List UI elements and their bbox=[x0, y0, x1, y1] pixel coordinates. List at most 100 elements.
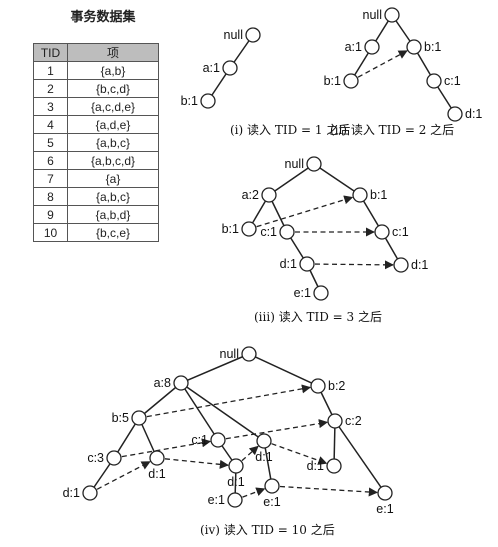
node-label: a:2 bbox=[242, 188, 259, 202]
fp-tree-after-tid-10: null a:8 b:5 c:3 d:1 d:1 c:1 d:1 e:1 d:1 e:1 b:2 c:2… bbox=[63, 346, 394, 537]
node-label: null bbox=[220, 347, 239, 361]
tree-node bbox=[227, 492, 243, 508]
tree-edge bbox=[113, 417, 140, 459]
node-label: c:1 bbox=[444, 74, 461, 88]
tree-node bbox=[352, 187, 368, 203]
node-label: d:1 bbox=[465, 107, 482, 121]
tree-edge bbox=[334, 420, 386, 494]
node-label: d:1 bbox=[63, 486, 80, 500]
node-label: d:1 bbox=[255, 450, 272, 464]
header-tid: TID bbox=[33, 43, 68, 62]
node-label: e:1 bbox=[294, 286, 311, 300]
tree-node bbox=[384, 7, 400, 23]
node-label: e:1 bbox=[376, 502, 393, 516]
tree-node bbox=[306, 156, 322, 172]
node-label: a:8 bbox=[154, 376, 171, 390]
table-row: 9{a,b,d} bbox=[33, 205, 159, 224]
tree-node bbox=[313, 285, 329, 301]
node-label: c:1 bbox=[191, 433, 208, 447]
node-label: null bbox=[363, 8, 382, 22]
fp-tree-after-tid-3: null a:2 b:1 c:1 d:1 e:1 b:1 c:1 d:1 (iii) 读入 TID… bbox=[222, 156, 428, 324]
node-link-arrow bbox=[357, 50, 408, 78]
tid-cell: 10 bbox=[33, 223, 68, 242]
node-label: d:1 bbox=[307, 459, 324, 473]
node-label: b:1 bbox=[181, 94, 198, 108]
node-label: null bbox=[285, 157, 304, 171]
header-items: 项 bbox=[67, 43, 159, 62]
items-cell: {a,c,d,e} bbox=[67, 97, 159, 116]
tree-edge bbox=[138, 382, 182, 419]
node-label: c:2 bbox=[345, 414, 362, 428]
items-cell: {a,d,e} bbox=[67, 115, 159, 134]
tree-node bbox=[393, 257, 409, 273]
tree-caption: (ii) 读入 TID = 2 之后 bbox=[330, 123, 454, 137]
node-label: b:2 bbox=[328, 379, 345, 393]
tree-node bbox=[222, 60, 238, 76]
node-link-arrow bbox=[271, 443, 328, 465]
node-link-arrow bbox=[225, 419, 329, 440]
tree-node bbox=[106, 450, 122, 466]
node-link-arrow bbox=[241, 445, 259, 462]
tree-edge bbox=[180, 382, 265, 442]
node-label: a:1 bbox=[345, 40, 362, 54]
tree-caption: (iii) 读入 TID = 3 之后 bbox=[254, 310, 382, 324]
tree-node bbox=[173, 375, 189, 391]
table-row: 3{a,c,d,e} bbox=[33, 97, 159, 116]
node-label: d:1 bbox=[227, 475, 244, 489]
table-row: 4{a,d,e} bbox=[33, 115, 159, 134]
tree-node bbox=[343, 73, 359, 89]
table-row: 1{a,b} bbox=[33, 61, 159, 80]
tree-edge bbox=[180, 353, 250, 384]
tree-node bbox=[426, 73, 442, 89]
node-label: b:1 bbox=[424, 40, 441, 54]
tree-node bbox=[364, 39, 380, 55]
tree-node bbox=[131, 410, 147, 426]
tree-edge bbox=[180, 382, 219, 441]
tree-node bbox=[261, 187, 277, 203]
tree-node bbox=[326, 458, 342, 474]
node-label: e:1 bbox=[263, 495, 280, 509]
node-link-arrow bbox=[121, 438, 212, 458]
tree-node bbox=[149, 450, 165, 466]
node-label: c:1 bbox=[392, 225, 409, 239]
tree-node bbox=[377, 485, 393, 501]
table-row: 10{b,c,e} bbox=[33, 223, 159, 242]
tree-edge bbox=[268, 163, 315, 196]
node-label: c:3 bbox=[87, 451, 104, 465]
node-label: b:1 bbox=[370, 188, 387, 202]
table-row: 7{a} bbox=[33, 169, 159, 188]
tree-caption: (i) 读入 TID = 1 之后 bbox=[230, 123, 350, 137]
tree-node bbox=[245, 27, 261, 43]
tree-node bbox=[228, 458, 244, 474]
node-label: d:1 bbox=[148, 467, 165, 481]
tree-node bbox=[264, 478, 280, 494]
tree-node bbox=[82, 485, 98, 501]
node-label: c:1 bbox=[260, 225, 277, 239]
node-link-arrow bbox=[242, 487, 266, 498]
tree-node bbox=[200, 93, 216, 109]
node-link-arrow bbox=[314, 260, 394, 270]
tree-node bbox=[256, 433, 272, 449]
fp-tree-after-tid-2: null a:1 b:1 b:1 c:1 d:1 (ii) 读入 TID = 2 之后 bbox=[324, 7, 482, 137]
node-label: b:5 bbox=[112, 411, 129, 425]
transaction-table: TID 项 1{a,b} 2{b,c,d} 3{a,c,d,e} 4{a,d,e… bbox=[33, 43, 159, 242]
node-label: d:1 bbox=[280, 257, 297, 271]
node-link-arrow bbox=[146, 384, 312, 418]
tree-node bbox=[374, 224, 390, 240]
node-label: null bbox=[224, 28, 243, 42]
tree-node bbox=[299, 256, 315, 272]
table-title: 事务数据集 bbox=[70, 10, 136, 25]
node-label: b:1 bbox=[324, 74, 341, 88]
tree-node bbox=[327, 413, 343, 429]
tree-node bbox=[279, 224, 295, 240]
node-label: b:1 bbox=[222, 222, 239, 236]
tree-node bbox=[310, 378, 326, 394]
tree-node bbox=[210, 432, 226, 448]
tree-node bbox=[406, 39, 422, 55]
table-row: 6{a,b,c,d} bbox=[33, 151, 159, 170]
tree-caption: (iv) 读入 TID = 10 之后 bbox=[200, 523, 335, 537]
node-label: d:1 bbox=[411, 258, 428, 272]
tree-node bbox=[241, 346, 257, 362]
